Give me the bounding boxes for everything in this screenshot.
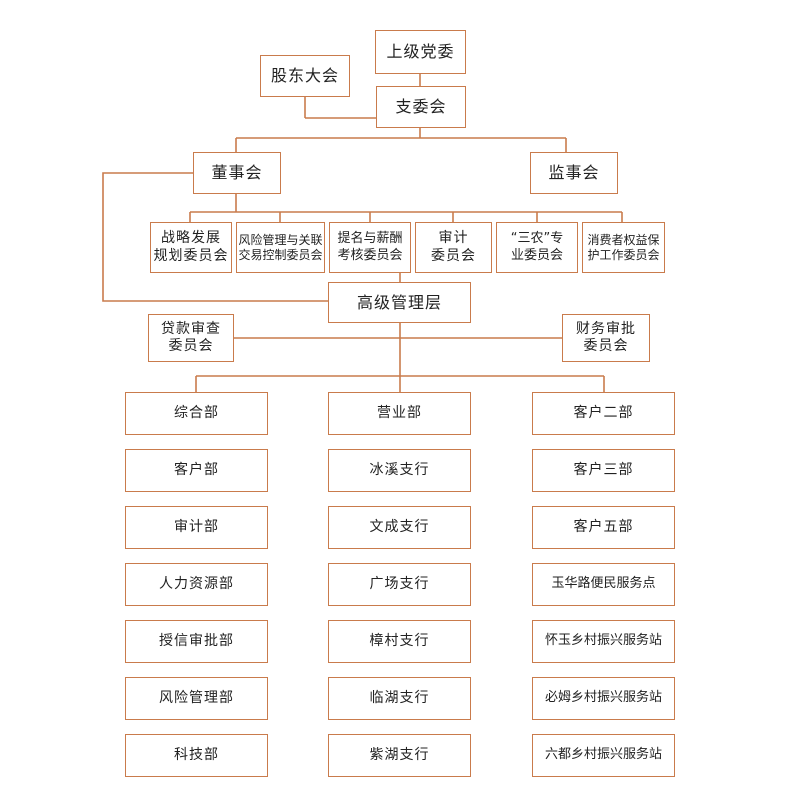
dept-left-4: 授信审批部 xyxy=(125,620,268,663)
dept-left-0: 综合部 xyxy=(125,392,268,435)
dept-left-2: 审计部 xyxy=(125,506,268,549)
superior-party-committee-box: 上级党委 xyxy=(375,30,466,74)
shareholders-meeting-box: 股东大会 xyxy=(260,55,350,97)
finance-approval-committee-box: 财务审批 委员会 xyxy=(562,314,650,362)
branch-committee-box: 支委会 xyxy=(376,86,466,128)
dept-right-2: 客户五部 xyxy=(532,506,675,549)
dept-middle-2: 文成支行 xyxy=(328,506,471,549)
dept-middle-0: 营业部 xyxy=(328,392,471,435)
committee-strategy-box: 战略发展 规划委员会 xyxy=(150,222,232,273)
dept-right-1: 客户三部 xyxy=(532,449,675,492)
dept-left-5: 风险管理部 xyxy=(125,677,268,720)
dept-left-1: 客户部 xyxy=(125,449,268,492)
dept-left-3: 人力资源部 xyxy=(125,563,268,606)
committee-nomination-box: 提名与薪酬 考核委员会 xyxy=(329,222,411,273)
dept-middle-3: 广场支行 xyxy=(328,563,471,606)
dept-right-5: 必姆乡村振兴服务站 xyxy=(532,677,675,720)
dept-middle-4: 樟村支行 xyxy=(328,620,471,663)
dept-right-6: 六都乡村振兴服务站 xyxy=(532,734,675,777)
committee-consumer-box: 消费者权益保 护工作委员会 xyxy=(582,222,665,273)
dept-middle-5: 临湖支行 xyxy=(328,677,471,720)
dept-right-3: 玉华路便民服务点 xyxy=(532,563,675,606)
committee-risk-box: 风险管理与关联 交易控制委员会 xyxy=(236,222,325,273)
board-of-supervisors-box: 监事会 xyxy=(530,152,618,194)
committee-audit-box: 审计 委员会 xyxy=(415,222,492,273)
senior-management-box: 高级管理层 xyxy=(328,282,471,323)
dept-right-4: 怀玉乡村振兴服务站 xyxy=(532,620,675,663)
loan-review-committee-box: 贷款审查 委员会 xyxy=(148,314,234,362)
dept-middle-6: 紫湖支行 xyxy=(328,734,471,777)
dept-right-0: 客户二部 xyxy=(532,392,675,435)
board-of-directors-box: 董事会 xyxy=(193,152,281,194)
committee-agriculture-box: “三农”专 业委员会 xyxy=(496,222,578,273)
dept-left-6: 科技部 xyxy=(125,734,268,777)
dept-middle-1: 冰溪支行 xyxy=(328,449,471,492)
